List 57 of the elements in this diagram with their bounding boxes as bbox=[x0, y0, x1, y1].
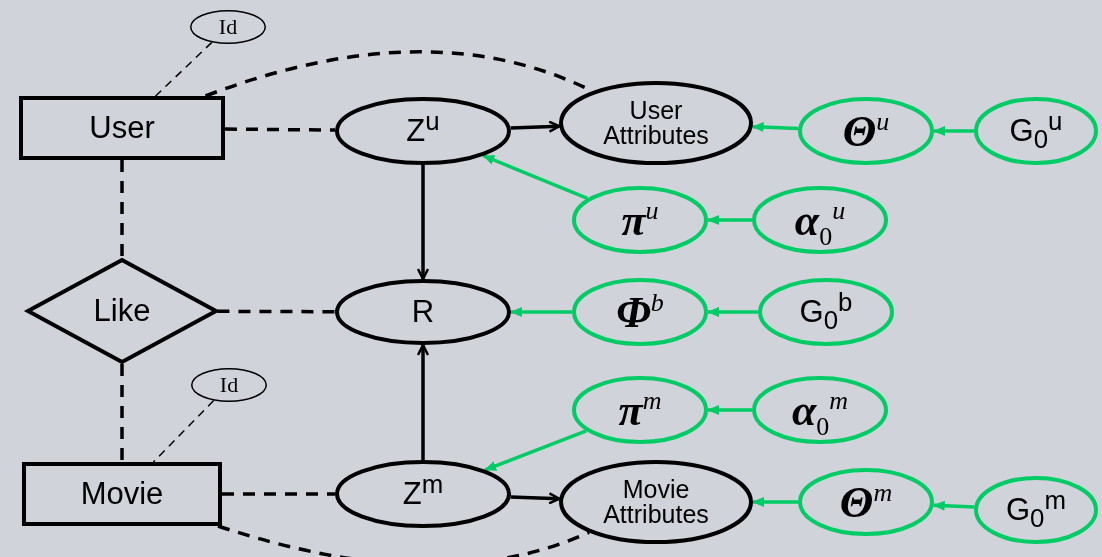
connector-line bbox=[217, 309, 335, 314]
arrow bbox=[751, 122, 799, 133]
parameter-ellipse bbox=[752, 186, 888, 254]
parameter-ellipse bbox=[974, 476, 1098, 544]
node-label: π$^{u}$ bbox=[621, 194, 659, 246]
connector-line bbox=[152, 399, 215, 463]
attribute-ellipse bbox=[559, 81, 753, 165]
parameter-ellipse bbox=[758, 278, 894, 346]
connector-line bbox=[222, 492, 335, 496]
arrow bbox=[933, 126, 974, 136]
entity-box bbox=[19, 96, 225, 160]
arrow bbox=[510, 120, 561, 133]
arrow bbox=[932, 500, 975, 511]
arrow bbox=[416, 343, 430, 460]
parameter-ellipse bbox=[572, 376, 708, 444]
node-label: Id bbox=[218, 14, 238, 40]
attribute-ellipse bbox=[335, 460, 511, 528]
relationship-diamond bbox=[26, 258, 218, 364]
attribute-ellipse bbox=[335, 97, 511, 165]
node-label: User bbox=[89, 110, 155, 146]
connector-line bbox=[120, 160, 124, 258]
parameter-ellipse bbox=[798, 468, 934, 536]
node-label: Movie Attributes bbox=[602, 477, 710, 527]
node-label: Θ$^{m}$ bbox=[839, 476, 893, 528]
parameter-ellipse bbox=[752, 376, 888, 444]
connector-line bbox=[154, 41, 213, 97]
arrow bbox=[707, 215, 752, 225]
arrow bbox=[752, 497, 798, 507]
node-label: Movie bbox=[80, 476, 164, 512]
arrow bbox=[482, 154, 589, 201]
arrow bbox=[510, 492, 561, 505]
attribute-ellipse bbox=[559, 460, 753, 544]
node-label: Id bbox=[219, 372, 239, 398]
attribute-ellipse bbox=[335, 279, 511, 345]
node-label: User Attributes bbox=[602, 98, 710, 148]
arrow bbox=[707, 307, 758, 317]
arrow bbox=[416, 165, 430, 281]
connector-line bbox=[225, 127, 336, 132]
node-label: Z$^{m}$ bbox=[402, 476, 444, 512]
node-label: Like bbox=[93, 293, 151, 329]
connector-line bbox=[217, 524, 590, 557]
arrow bbox=[707, 405, 752, 415]
connector-line bbox=[120, 364, 124, 462]
attribute-ellipse bbox=[191, 368, 267, 402]
parameter-ellipse bbox=[798, 97, 934, 165]
parameter-ellipse bbox=[572, 186, 708, 254]
entity-box bbox=[22, 462, 222, 526]
parameter-ellipse bbox=[572, 278, 708, 346]
parameter-ellipse bbox=[974, 97, 1098, 165]
attribute-ellipse bbox=[190, 10, 266, 44]
node-label: π$^{m}$ bbox=[618, 384, 662, 436]
node-label: R bbox=[411, 294, 435, 330]
node-label: Φ$^{b}$ bbox=[616, 286, 664, 338]
node-label: Z$^{u}$ bbox=[406, 113, 440, 149]
node-label: Θ$^{u}$ bbox=[842, 105, 890, 157]
arrow bbox=[484, 429, 587, 472]
arrow bbox=[510, 307, 572, 317]
